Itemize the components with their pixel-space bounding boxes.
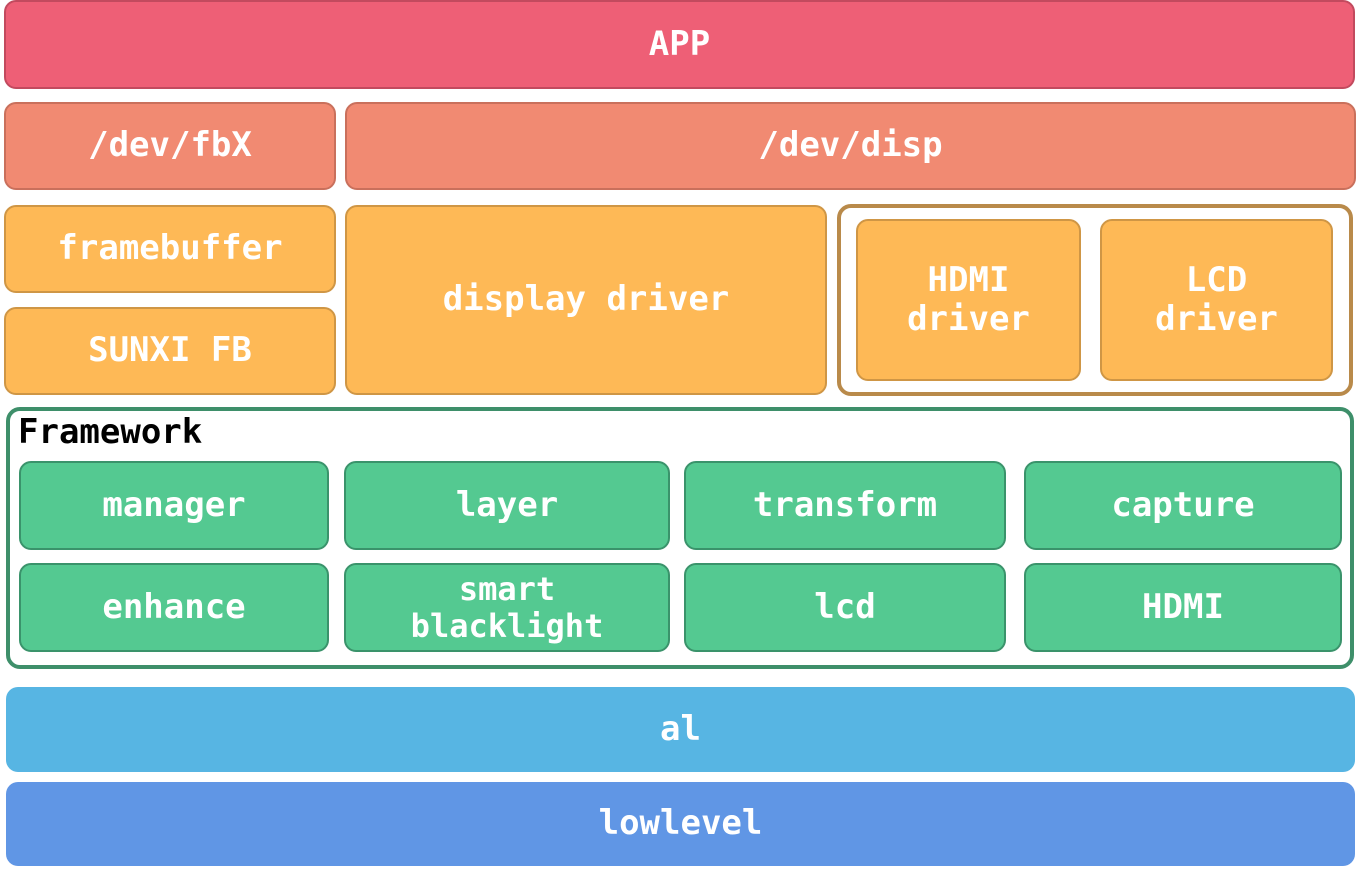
- framework-item-label: manager: [102, 484, 246, 525]
- framework-item-capture: capture: [1024, 461, 1342, 550]
- sunxi-fb-node: SUNXI FB: [4, 307, 336, 395]
- lowlevel-layer: lowlevel: [6, 782, 1355, 866]
- framework-item-label: smart blacklight: [410, 569, 604, 645]
- al-layer: al: [6, 687, 1355, 772]
- framework-item-label: lcd: [814, 586, 876, 627]
- app-label: APP: [648, 23, 711, 64]
- sunxi-fb-label: SUNXI FB: [88, 330, 252, 371]
- dev-fbx-label: /dev/fbX: [88, 125, 252, 166]
- lowlevel-label: lowlevel: [598, 803, 763, 844]
- framework-item-label: capture: [1111, 484, 1255, 525]
- framework-item-hdmi: HDMI: [1024, 563, 1342, 652]
- framework-item-label: transform: [752, 484, 938, 525]
- dev-fbx-node: /dev/fbX: [4, 102, 336, 190]
- hdmi-driver-label: HDMI driver: [907, 259, 1030, 339]
- al-label: al: [660, 708, 701, 749]
- display-driver-node: display driver: [345, 205, 827, 395]
- framebuffer-label: framebuffer: [57, 228, 283, 269]
- dev-disp-node: /dev/disp: [345, 102, 1356, 190]
- framework-item-label: HDMI: [1142, 586, 1224, 627]
- lcd-driver-node: LCD driver: [1100, 219, 1333, 381]
- framework-item-layer: layer: [344, 461, 670, 550]
- framework-item-label: enhance: [102, 586, 246, 627]
- framework-item-lcd: lcd: [684, 563, 1006, 652]
- framework-item-smart-blacklight: smart blacklight: [344, 563, 670, 652]
- app-layer: APP: [4, 0, 1355, 89]
- dev-disp-label: /dev/disp: [758, 125, 943, 166]
- framework-title: Framework: [18, 412, 203, 452]
- framework-item-manager: manager: [19, 461, 329, 550]
- framework-item-transform: transform: [684, 461, 1006, 550]
- framework-item-enhance: enhance: [19, 563, 329, 652]
- framebuffer-node: framebuffer: [4, 205, 336, 293]
- lcd-driver-label: LCD driver: [1155, 259, 1278, 339]
- framework-item-label: layer: [455, 484, 559, 525]
- hdmi-driver-node: HDMI driver: [856, 219, 1081, 381]
- display-driver-label: display driver: [442, 279, 730, 320]
